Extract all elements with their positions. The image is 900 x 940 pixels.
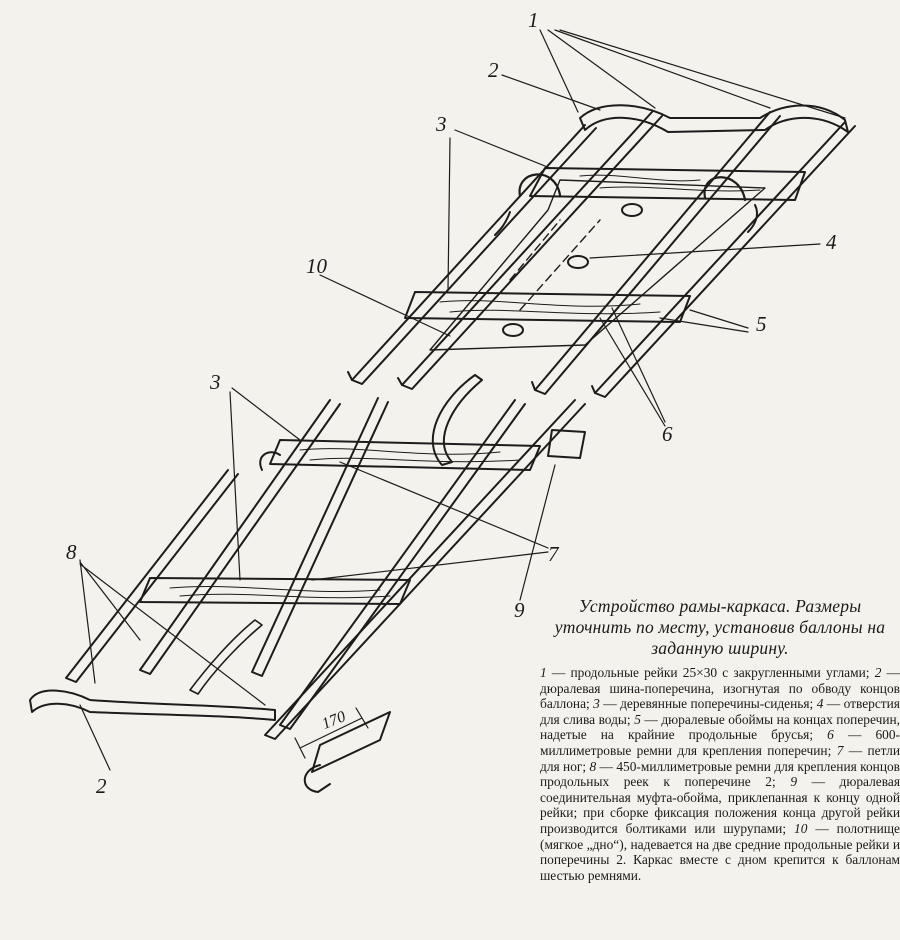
caption-item-number: 10 bbox=[794, 820, 808, 836]
callout-3-bottom: 3 bbox=[210, 370, 221, 394]
upper-rail-1 bbox=[351, 124, 597, 385]
lower-section bbox=[29, 374, 586, 793]
caption-item-text: 450-миллиметровые ремни для крепления ко… bbox=[540, 758, 900, 790]
caption-item-text: дюралевые обоймы на концах поперечин, на… bbox=[540, 711, 900, 743]
caption-item-text: полотнище (мягкое „дно“), надевается на … bbox=[540, 820, 900, 883]
loose-strap bbox=[189, 619, 263, 695]
callout-7: 7 bbox=[548, 542, 559, 566]
caption-item-number: 4 bbox=[816, 696, 824, 712]
caption-item-text: отверстия для слива воды; bbox=[540, 696, 900, 727]
callout-10: 10 bbox=[306, 254, 327, 278]
caption-item-number: 1 bbox=[540, 665, 547, 680]
seat-crossbar-top bbox=[529, 167, 806, 201]
callout-6: 6 bbox=[662, 422, 673, 446]
upper-section bbox=[347, 104, 856, 398]
seat-crossbar-lower-bottom bbox=[139, 577, 411, 605]
drain-hole-1 bbox=[621, 203, 643, 217]
lower-rail-3 bbox=[251, 397, 389, 677]
callout-1: 1 bbox=[528, 8, 539, 32]
callout-2-top: 2 bbox=[488, 58, 499, 82]
coupling-sleeve bbox=[311, 711, 391, 773]
dimension-line bbox=[294, 707, 369, 759]
caption-body: 1 — продольные рейки 25×30 с закругленны… bbox=[540, 665, 900, 883]
caption-item-number: 8 bbox=[589, 758, 597, 774]
upper-rail-3 bbox=[534, 111, 781, 395]
figure-caption: Устройство рамы-каркаса. Размеры уточнит… bbox=[540, 596, 900, 883]
caption-title: Устройство рамы-каркаса. Размеры уточнит… bbox=[554, 596, 886, 658]
upper-rail-2 bbox=[401, 111, 663, 390]
callout-2-bottom: 2 bbox=[96, 774, 107, 798]
caption-item-number: 7 bbox=[836, 742, 844, 758]
drain-hole-2 bbox=[567, 255, 589, 269]
seat-crossbar-middle bbox=[404, 291, 691, 323]
callout-9: 9 bbox=[514, 598, 525, 622]
caption-item-number: 2 bbox=[874, 665, 882, 680]
callout-8: 8 bbox=[66, 540, 77, 564]
caption-item-text: петли для ног; bbox=[540, 742, 900, 774]
caption-item-text: 600-миллиметровые ремни для крепления по… bbox=[540, 727, 900, 758]
caption-item-text: деревянные поперечины-сиденья; bbox=[620, 696, 814, 712]
upper-rail-4 bbox=[594, 121, 856, 398]
seat-crossbar-lower-top bbox=[269, 439, 541, 471]
caption-item-text: дюралевая соединительная муфта-обойма, п… bbox=[540, 774, 900, 836]
caption-item-number: 5 bbox=[634, 711, 641, 727]
callout-4: 4 bbox=[826, 230, 837, 254]
caption-item-number: 6 bbox=[827, 727, 834, 743]
callout-3-top: 3 bbox=[436, 112, 447, 136]
lower-rail-2 bbox=[139, 399, 341, 675]
caption-item-text: продольные рейки 25×30 с закругленными у… bbox=[570, 665, 870, 680]
bow-rail-top bbox=[579, 104, 849, 133]
leader-lines bbox=[79, 29, 846, 771]
lower-rail-1 bbox=[65, 469, 239, 683]
caption-item-text: дюралевая шина-поперечина, изогнутая по … bbox=[540, 680, 900, 712]
drain-hole-3 bbox=[502, 323, 524, 337]
canvas-bottom bbox=[429, 179, 766, 351]
caption-item-number: 9 bbox=[790, 774, 798, 790]
callout-5: 5 bbox=[756, 312, 767, 336]
bow-rail-bottom bbox=[29, 689, 276, 721]
caption-item-number: 3 bbox=[593, 696, 600, 712]
